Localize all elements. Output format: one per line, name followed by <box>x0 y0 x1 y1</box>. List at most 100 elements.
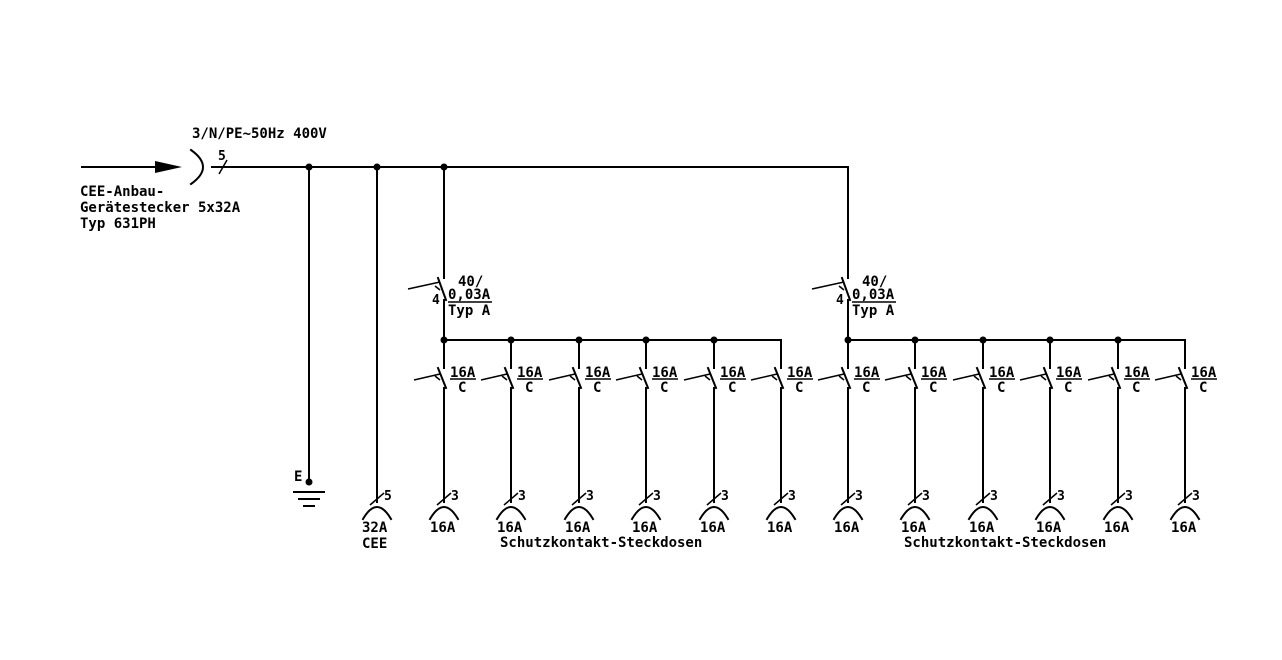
breaker-curve: C <box>1064 380 1072 396</box>
socket-conductors: 3 <box>653 489 661 504</box>
socket-icon <box>428 506 460 521</box>
junction-dot <box>305 478 313 486</box>
cee-conductors: 5 <box>384 489 392 504</box>
rcd-rating-top: 40/ <box>862 274 887 290</box>
breaker-actuator-tick <box>501 375 508 381</box>
conductor-mark <box>1042 492 1058 506</box>
breaker-actuator-tick <box>569 375 576 381</box>
rcd-type: Typ A <box>852 303 895 319</box>
rcd-rating-top: 40/ <box>458 274 483 290</box>
breaker-actuator <box>1087 373 1115 381</box>
conductor-mark <box>907 492 923 506</box>
socket-icon <box>967 506 999 521</box>
breaker-actuator <box>413 373 441 381</box>
breaker-contact <box>975 366 987 390</box>
cee-socket-icon <box>361 506 393 521</box>
socket-conductors: 3 <box>451 489 459 504</box>
socket-rating: 16A <box>1036 520 1062 536</box>
conductor-mark <box>840 492 856 506</box>
breaker-actuator-tick <box>1040 375 1047 381</box>
rcd-poles: 4 <box>432 293 440 308</box>
breaker-rating: 16A <box>517 365 543 381</box>
socket-icon <box>832 506 864 521</box>
breaker-contact <box>706 366 718 390</box>
arrow-icon <box>155 161 182 173</box>
breaker-actuator <box>750 373 778 381</box>
rcd-actuator-tick <box>434 285 441 291</box>
breaker-rating: 16A <box>652 365 678 381</box>
breaker-rating: 16A <box>989 365 1015 381</box>
breaker-rating: 16A <box>450 365 476 381</box>
socket-rating: 16A <box>430 520 456 536</box>
conductor-mark <box>1110 492 1126 506</box>
breaker-actuator <box>548 373 576 381</box>
breaker-actuator <box>683 373 711 381</box>
rcd-actuator-tick <box>838 285 845 291</box>
breaker-actuator <box>884 373 912 381</box>
socket-conductors: 3 <box>518 489 526 504</box>
breaker-curve: C <box>1132 380 1140 396</box>
breaker-contact <box>773 366 785 390</box>
inlet-line-2: Gerätestecker 5x32A <box>80 200 241 216</box>
breaker-actuator <box>1019 373 1047 381</box>
socket-icon <box>495 506 527 521</box>
conductor-mark <box>369 492 385 506</box>
breaker-actuator-tick <box>434 375 441 381</box>
rcd-actuator <box>407 281 441 290</box>
rcd-poles: 4 <box>836 293 844 308</box>
breaker-actuator <box>1154 373 1182 381</box>
socket-conductors: 3 <box>1057 489 1065 504</box>
breaker-rating: 16A <box>1124 365 1150 381</box>
socket-icon <box>1102 506 1134 521</box>
breaker-actuator-tick <box>1108 375 1115 381</box>
breaker-rating: 16A <box>921 365 947 381</box>
breaker-actuator-tick <box>704 375 711 381</box>
breaker-contact <box>638 366 650 390</box>
group-1-caption: Schutzkontakt-Steckdosen <box>500 535 702 551</box>
breaker-actuator <box>615 373 643 381</box>
plug-inlet-icon <box>189 148 204 186</box>
socket-icon <box>1169 506 1201 521</box>
rcd-rating-bottom: 0,03A <box>852 287 895 303</box>
breaker-curve: C <box>458 380 466 396</box>
socket-icon <box>1034 506 1066 521</box>
socket-rating: 16A <box>632 520 658 536</box>
breaker-actuator <box>817 373 845 381</box>
breaker-rating: 16A <box>1056 365 1082 381</box>
socket-conductors: 3 <box>922 489 930 504</box>
socket-rating: 16A <box>969 520 995 536</box>
socket-conductors: 3 <box>1192 489 1200 504</box>
breaker-curve: C <box>593 380 601 396</box>
breaker-curve: C <box>525 380 533 396</box>
socket-rating: 16A <box>497 520 523 536</box>
supply-label: 3/N/PE~50Hz 400V <box>192 126 327 142</box>
socket-rating: 16A <box>1171 520 1197 536</box>
socket-rating: 16A <box>834 520 860 536</box>
breaker-actuator-tick <box>771 375 778 381</box>
breaker-actuator-tick <box>838 375 845 381</box>
breaker-actuator <box>952 373 980 381</box>
socket-icon <box>765 506 797 521</box>
breaker-curve: C <box>1199 380 1207 396</box>
conductor-mark <box>503 492 519 506</box>
rcd-rating-bottom: 0,03A <box>448 287 491 303</box>
conductor-mark <box>436 492 452 506</box>
socket-rating: 16A <box>901 520 927 536</box>
supply-conductors: 5 <box>218 149 226 164</box>
breaker-curve: C <box>997 380 1005 396</box>
breaker-rating: 16A <box>854 365 880 381</box>
conductor-mark <box>638 492 654 506</box>
rcd-type: Typ A <box>448 303 491 319</box>
socket-conductors: 3 <box>721 489 729 504</box>
breaker-contact <box>503 366 515 390</box>
cee-rating: 32A <box>362 520 388 536</box>
inlet-line-3: Typ 631PH <box>80 216 156 232</box>
breaker-curve: C <box>862 380 870 396</box>
breaker-curve: C <box>660 380 668 396</box>
inlet-line-1: CEE-Anbau- <box>80 184 164 200</box>
socket-icon <box>698 506 730 521</box>
breaker-contact <box>1177 366 1189 390</box>
